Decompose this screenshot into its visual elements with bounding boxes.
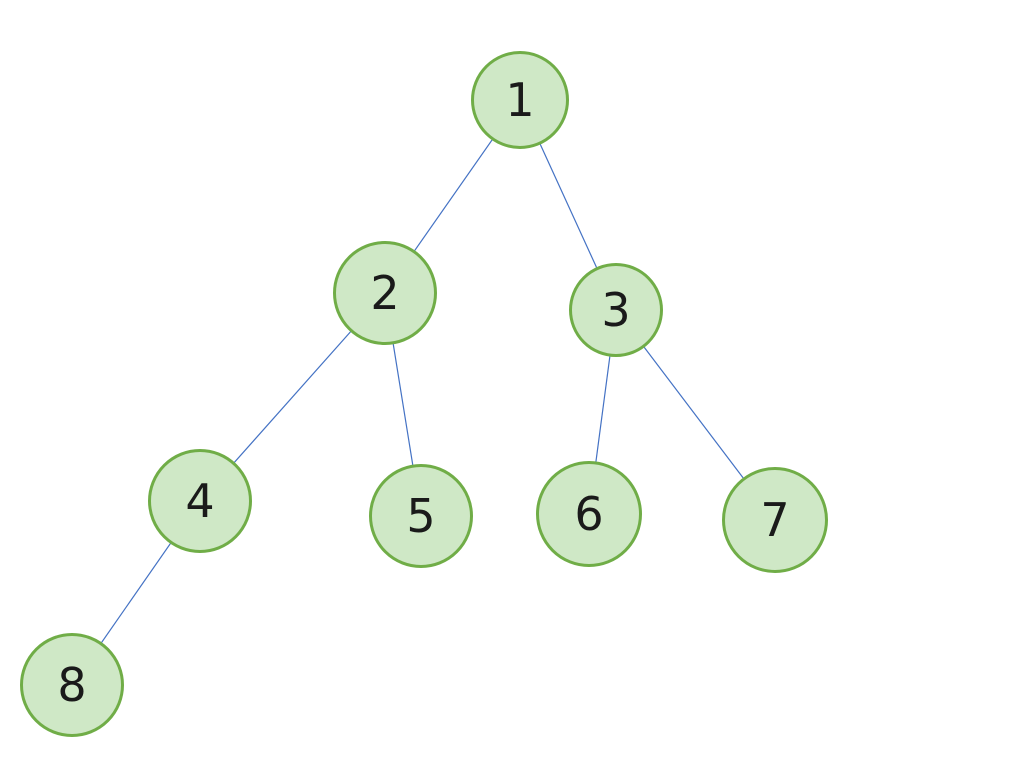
tree-node-1[interactable]: 1 xyxy=(471,51,569,149)
tree-node-5[interactable]: 5 xyxy=(369,464,473,568)
node-label-1: 1 xyxy=(505,73,535,127)
node-label-7: 7 xyxy=(760,493,790,547)
tree-node-3[interactable]: 3 xyxy=(569,263,663,357)
node-label-3: 3 xyxy=(601,283,631,337)
node-label-4: 4 xyxy=(185,474,215,528)
tree-node-2[interactable]: 2 xyxy=(333,241,437,345)
node-label-6: 6 xyxy=(574,487,604,541)
tree-node-7[interactable]: 7 xyxy=(722,467,828,573)
tree-node-4[interactable]: 4 xyxy=(148,449,252,553)
node-label-8: 8 xyxy=(57,658,87,712)
node-label-5: 5 xyxy=(406,489,436,543)
tree-node-6[interactable]: 6 xyxy=(536,461,642,567)
node-label-2: 2 xyxy=(370,266,400,320)
tree-node-8[interactable]: 8 xyxy=(20,633,124,737)
